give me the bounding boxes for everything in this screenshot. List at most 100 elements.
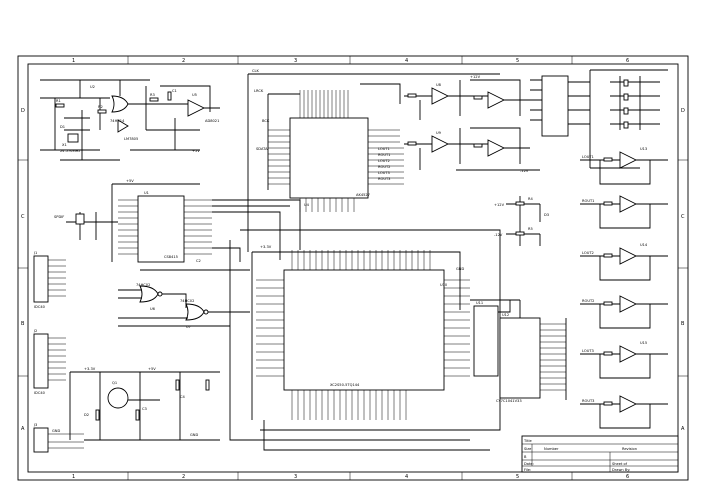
zone-bottom-2: 2 xyxy=(182,474,185,480)
label-rout3-pin: ROUT3 xyxy=(378,177,390,181)
label-gnd-j3: GND xyxy=(52,429,60,433)
zone-top-4: 4 xyxy=(405,58,408,64)
label-c4: C4 xyxy=(180,395,186,399)
buffer-u2b xyxy=(117,119,129,133)
label-plus12v-b: +12V xyxy=(494,203,505,207)
transformer-t1 xyxy=(75,213,85,225)
connector-j1: J1 IDC40 xyxy=(33,251,66,309)
gate-u7a xyxy=(185,303,205,321)
label-plus3v3-a: +3.3V xyxy=(84,367,96,371)
label-u1: U1 xyxy=(144,191,149,195)
zone-right-c: C xyxy=(681,214,685,220)
label-j2: J2 xyxy=(33,329,37,333)
zone-bottom-3: 3 xyxy=(294,474,297,480)
label-u15: U15 xyxy=(640,341,647,345)
drawn-by-label: Drawn By: xyxy=(612,468,630,472)
label-rout3-out: ROUT3 xyxy=(582,399,594,403)
label-gnd-a: GND xyxy=(190,433,198,437)
crystal-x1 xyxy=(67,133,79,143)
label-u6: U6 xyxy=(150,307,156,311)
label-plus5v-b: +5V xyxy=(126,179,134,183)
opamp-u14a xyxy=(619,247,638,265)
label-u14: U14 xyxy=(640,243,648,247)
zone-top-3: 3 xyxy=(294,58,297,64)
label-j2-part: IDC40 xyxy=(34,391,46,395)
fpga-section: U10 XC2S50-5TQ144 +3.3V GND xyxy=(229,229,501,451)
zone-bottom-4: 4 xyxy=(405,474,408,480)
sram-u12-body xyxy=(499,317,541,399)
label-rout2-pin: ROUT2 xyxy=(378,165,390,169)
oscillator-section: U2 74HC14 LM7805 U5 AD8021 X1 24.576MHz … xyxy=(40,79,220,161)
label-u12-part: CY7C1041V33 xyxy=(496,399,522,403)
label-d3: D3 xyxy=(544,213,549,217)
label-sdata-net: SDATA xyxy=(256,147,268,151)
zone-labels: 1 2 3 4 5 6 1 2 3 4 5 6 D C B A D C B A xyxy=(21,58,685,480)
label-spdif-in: SPDIF xyxy=(54,215,64,219)
label-u3-part: LM7805 xyxy=(124,137,138,141)
label-j1: J1 xyxy=(33,251,37,255)
label-plus5v-a: +5V xyxy=(192,149,200,153)
zone-right-b: B xyxy=(681,321,685,327)
label-u10: U10 xyxy=(440,283,448,287)
label-u11: U11 xyxy=(476,301,483,305)
opamp-u9b xyxy=(487,139,506,157)
label-u7-part: 74HC02 xyxy=(180,299,194,303)
label-x1-freq: 24.576MHz xyxy=(60,149,80,153)
zone-bottom-1: 1 xyxy=(72,474,75,480)
label-d2: D2 xyxy=(84,413,89,417)
label-plus12v-a: +12V xyxy=(470,75,481,79)
label-u9: U9 xyxy=(436,131,442,135)
zone-top-2: 2 xyxy=(182,58,185,64)
codec-section: U4 AK4527 CLK LRCK BCK SDATA LOUT1 ROUT1… xyxy=(247,69,500,252)
zone-left-d: D xyxy=(21,108,25,114)
output-filter-section: U13 U14 U15 LOUT1 ROUT1 LOUT2 ROUT2 LOUT… xyxy=(580,147,668,429)
title-label: Title xyxy=(523,439,532,443)
mux-u11-body xyxy=(473,305,499,377)
codec-u4-body xyxy=(289,117,369,199)
label-lout2-pin: LOUT2 xyxy=(378,159,390,163)
receiver-section: U1 CS8415 SPDIF +5V C2 xyxy=(54,179,301,263)
zone-left-b: B xyxy=(21,321,25,327)
label-lout3-out: LOUT3 xyxy=(582,349,594,353)
label-u10-part: XC2S50-5TQ144 xyxy=(330,383,360,387)
label-u2: U2 xyxy=(90,85,95,89)
power-section: Q1 +3.3V +5V GND C3 C4 D2 xyxy=(69,367,220,441)
label-clk-net: CLK xyxy=(252,69,260,73)
label-j3: J3 xyxy=(33,423,37,427)
label-u4: U4 xyxy=(304,203,310,207)
label-r3: R3 xyxy=(150,93,155,97)
size-label: Size xyxy=(524,447,532,451)
label-c2: C2 xyxy=(196,259,201,263)
label-r2: R2 xyxy=(98,105,103,109)
opamp-u8a xyxy=(431,87,450,105)
label-rout2-out: ROUT2 xyxy=(582,299,594,303)
label-r5: R5 xyxy=(528,227,533,231)
receiver-u1-body xyxy=(137,195,185,263)
opamp-u14b xyxy=(619,295,638,313)
label-c3: C3 xyxy=(142,407,147,411)
label-u1-part: CS8415 xyxy=(164,255,178,259)
label-minus12v-b: -12V xyxy=(494,233,503,237)
connector-j3: J3 GND xyxy=(33,423,84,453)
label-lout3-pin: LOUT3 xyxy=(378,171,390,175)
label-lrck-net: LRCK xyxy=(254,89,264,93)
transistor-q1 xyxy=(107,387,129,409)
opamp-u5a xyxy=(187,99,206,117)
label-u5-part: AD8021 xyxy=(205,119,219,123)
label-gnd-b: GND xyxy=(456,267,464,271)
label-rout1-pin: ROUT1 xyxy=(378,153,390,157)
label-c1: C1 xyxy=(172,89,177,93)
zone-top-5: 5 xyxy=(516,58,519,64)
opamp-u15a xyxy=(619,345,638,363)
sheet-label: Sheet of xyxy=(612,462,628,466)
label-lout1-out: LOUT1 xyxy=(582,155,594,159)
number-label: Number xyxy=(544,447,559,451)
file-label: File: xyxy=(524,468,531,472)
label-r1: R1 xyxy=(56,99,61,103)
opamp-u9a xyxy=(431,135,450,153)
opamp-u13b xyxy=(619,195,638,213)
label-r4: R4 xyxy=(528,197,533,201)
label-plus3v3-b: +3.3V xyxy=(260,245,272,249)
label-q1: Q1 xyxy=(112,381,117,385)
